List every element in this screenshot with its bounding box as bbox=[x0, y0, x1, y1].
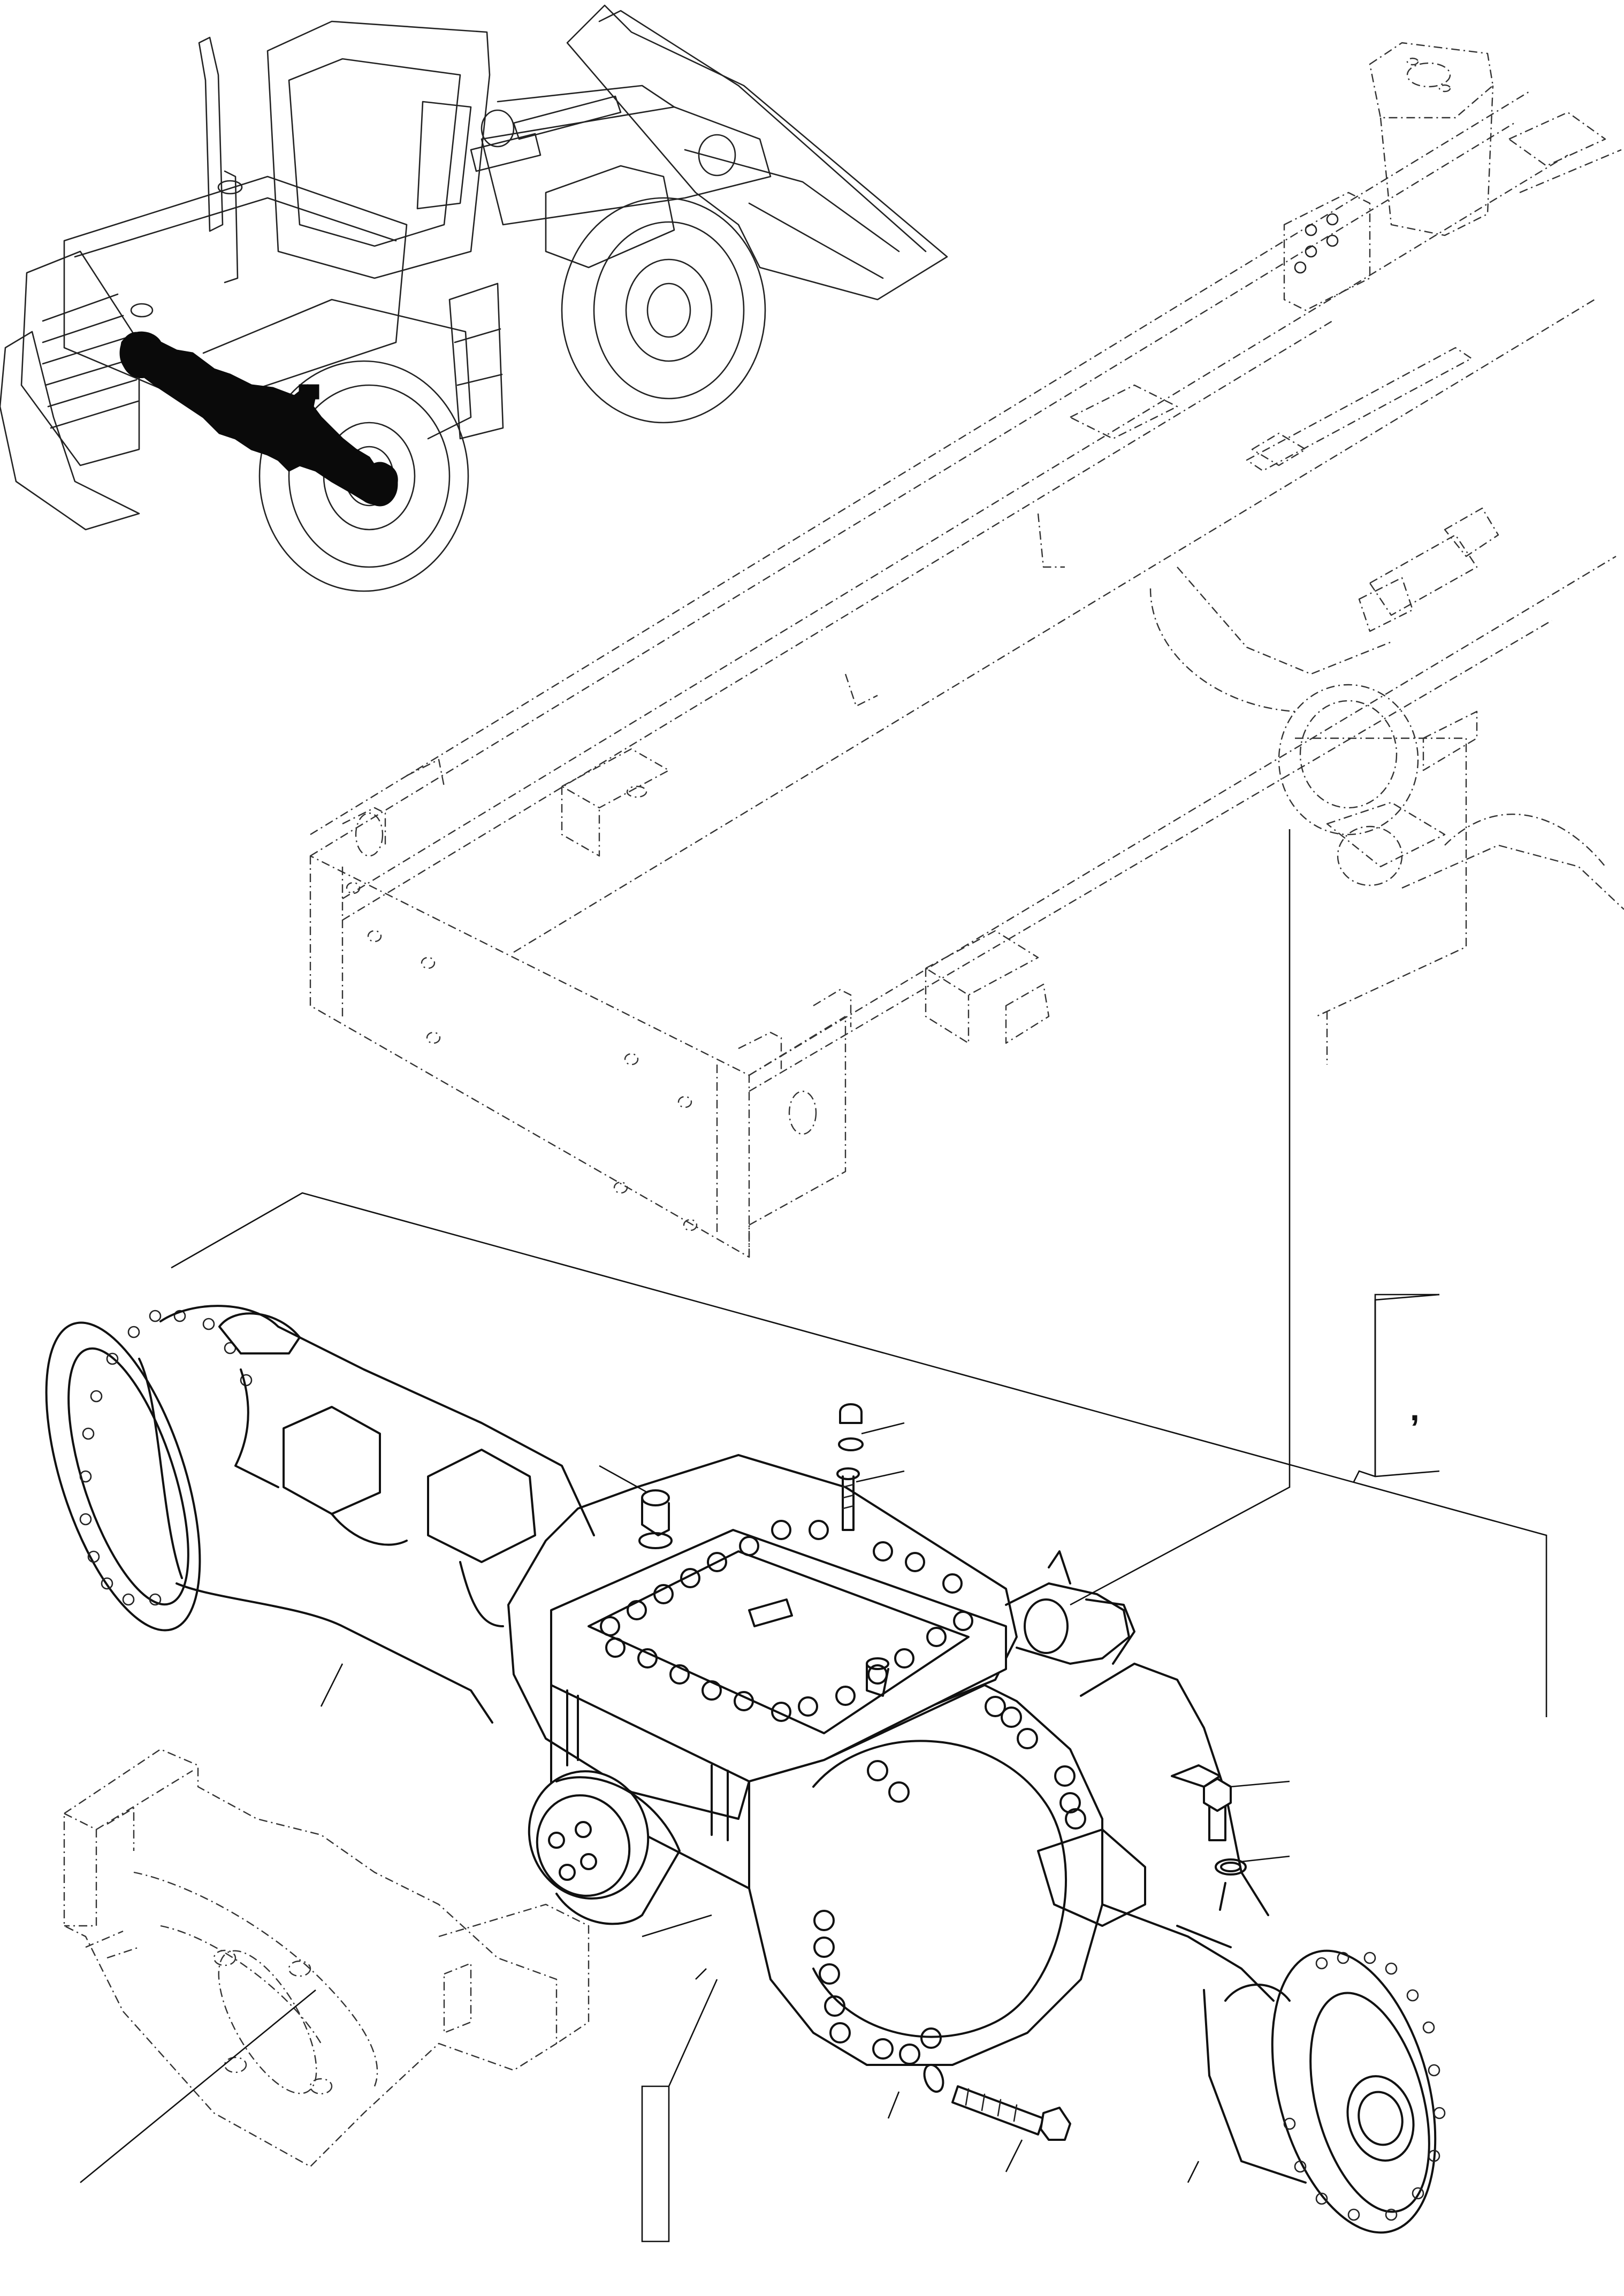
pivot-bracket-phantom bbox=[63, 1748, 590, 2168]
housing-bolts bbox=[813, 1696, 1086, 2065]
leader-lines bbox=[80, 829, 1547, 2243]
ref-bracket bbox=[1374, 1294, 1439, 1476]
axle-assembly bbox=[45, 1305, 1446, 2234]
wheel-loader-icon bbox=[0, 4, 948, 592]
right-flange-bolt-holes bbox=[1283, 1951, 1446, 2221]
chassis-frame-phantom bbox=[309, 42, 1624, 1258]
front-axle-silhouette-icon bbox=[119, 331, 398, 507]
cover-bolts bbox=[600, 1520, 973, 1722]
comma-mark: , bbox=[1410, 1389, 1420, 1428]
left-flange-bolt-holes bbox=[79, 1310, 253, 1606]
